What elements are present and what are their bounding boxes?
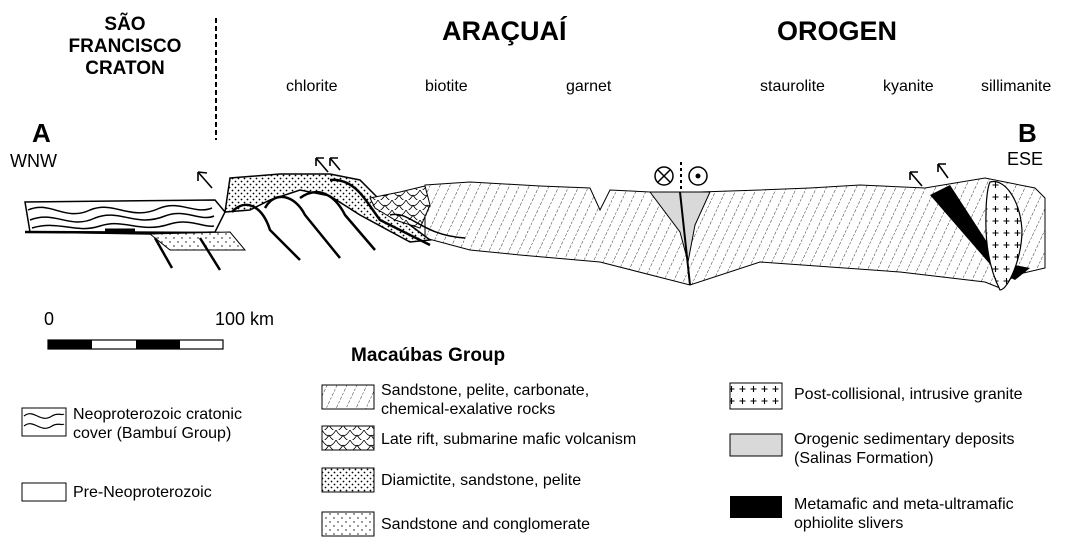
section-start-direction: WNW bbox=[10, 151, 57, 172]
legend-swatch-orogenic bbox=[730, 434, 782, 456]
legend-item-orogenic: Orogenic sedimentary deposits (Salinas F… bbox=[794, 430, 1015, 468]
legend-item-volcanism: Late rift, submarine mafic volcanism bbox=[381, 430, 636, 449]
section-end-label: B bbox=[1018, 118, 1037, 149]
legend-swatch-diamictite bbox=[322, 468, 374, 492]
legend-item-neoproterozoic-cover: Neoproterozoic cratonic cover (Bambuí Gr… bbox=[73, 405, 242, 443]
legend-item-granite: Post-collisional, intrusive granite bbox=[794, 385, 1072, 404]
legend-item-sandstone-conglomerate: Sandstone and conglomerate bbox=[381, 515, 590, 534]
legend-text-line: Metamafic and meta-ultramafic bbox=[794, 495, 1014, 514]
legend-text-line: ophiolite slivers bbox=[794, 514, 1014, 533]
legend-text-line: Neoproterozoic cratonic bbox=[73, 405, 242, 424]
legend-text-line: Sandstone, pelite, carbonate, bbox=[381, 381, 589, 400]
legend-text-line: Orogenic sedimentary deposits bbox=[794, 430, 1015, 449]
legend-text-line: chemical-exalative rocks bbox=[381, 400, 589, 419]
craton-title: SÃO FRANCISCO CRATON bbox=[40, 14, 210, 80]
legend-text-line: (Salinas Formation) bbox=[794, 449, 1015, 468]
legend-group-title: Macaúbas Group bbox=[351, 345, 505, 367]
zone-label-garnet: garnet bbox=[566, 78, 611, 96]
legend-item-ophiolite: Metamafic and meta-ultramafic ophiolite … bbox=[794, 495, 1014, 533]
scale-max-label: 100 km bbox=[215, 309, 274, 330]
legend-swatch-pre-neoproterozoic bbox=[22, 483, 66, 501]
zone-label-kyanite: kyanite bbox=[883, 78, 934, 96]
zone-label-biotite: biotite bbox=[425, 78, 468, 96]
legend-swatch-volcanism bbox=[322, 426, 374, 450]
legend-swatch-granite bbox=[730, 383, 782, 409]
zone-label-chlorite: chlorite bbox=[286, 78, 338, 96]
scale-bar bbox=[48, 340, 223, 349]
legend-swatch-sandstone-pelite bbox=[322, 385, 374, 409]
zone-label-sillimanite: sillimanite bbox=[981, 78, 1051, 96]
legend-item-sandstone-pelite: Sandstone, pelite, carbonate, chemical-e… bbox=[381, 381, 589, 419]
legend-item-diamictite: Diamictite, sandstone, pelite bbox=[381, 471, 581, 490]
craton-title-line: CRATON bbox=[40, 58, 210, 80]
section-end-direction: ESE bbox=[1007, 149, 1043, 170]
legend-swatch-sandstone-conglomerate bbox=[322, 512, 374, 536]
craton-title-line: FRANCISCO bbox=[40, 36, 210, 58]
legend-text-line: cover (Bambuí Group) bbox=[73, 424, 242, 443]
craton-title-line: SÃO bbox=[40, 14, 210, 36]
legend-item-pre-neoproterozoic: Pre-Neoproterozoic bbox=[73, 483, 212, 502]
orogen-title-left: ARAÇUAÍ bbox=[442, 16, 567, 47]
legend-swatch-neoproterozoic-cover bbox=[22, 408, 66, 436]
section-start-label: A bbox=[32, 118, 51, 149]
zone-label-staurolite: staurolite bbox=[760, 78, 825, 96]
legend-swatch-ophiolite bbox=[730, 496, 782, 518]
orogen-title-right: OROGEN bbox=[777, 16, 897, 47]
scale-min-label: 0 bbox=[44, 309, 54, 330]
